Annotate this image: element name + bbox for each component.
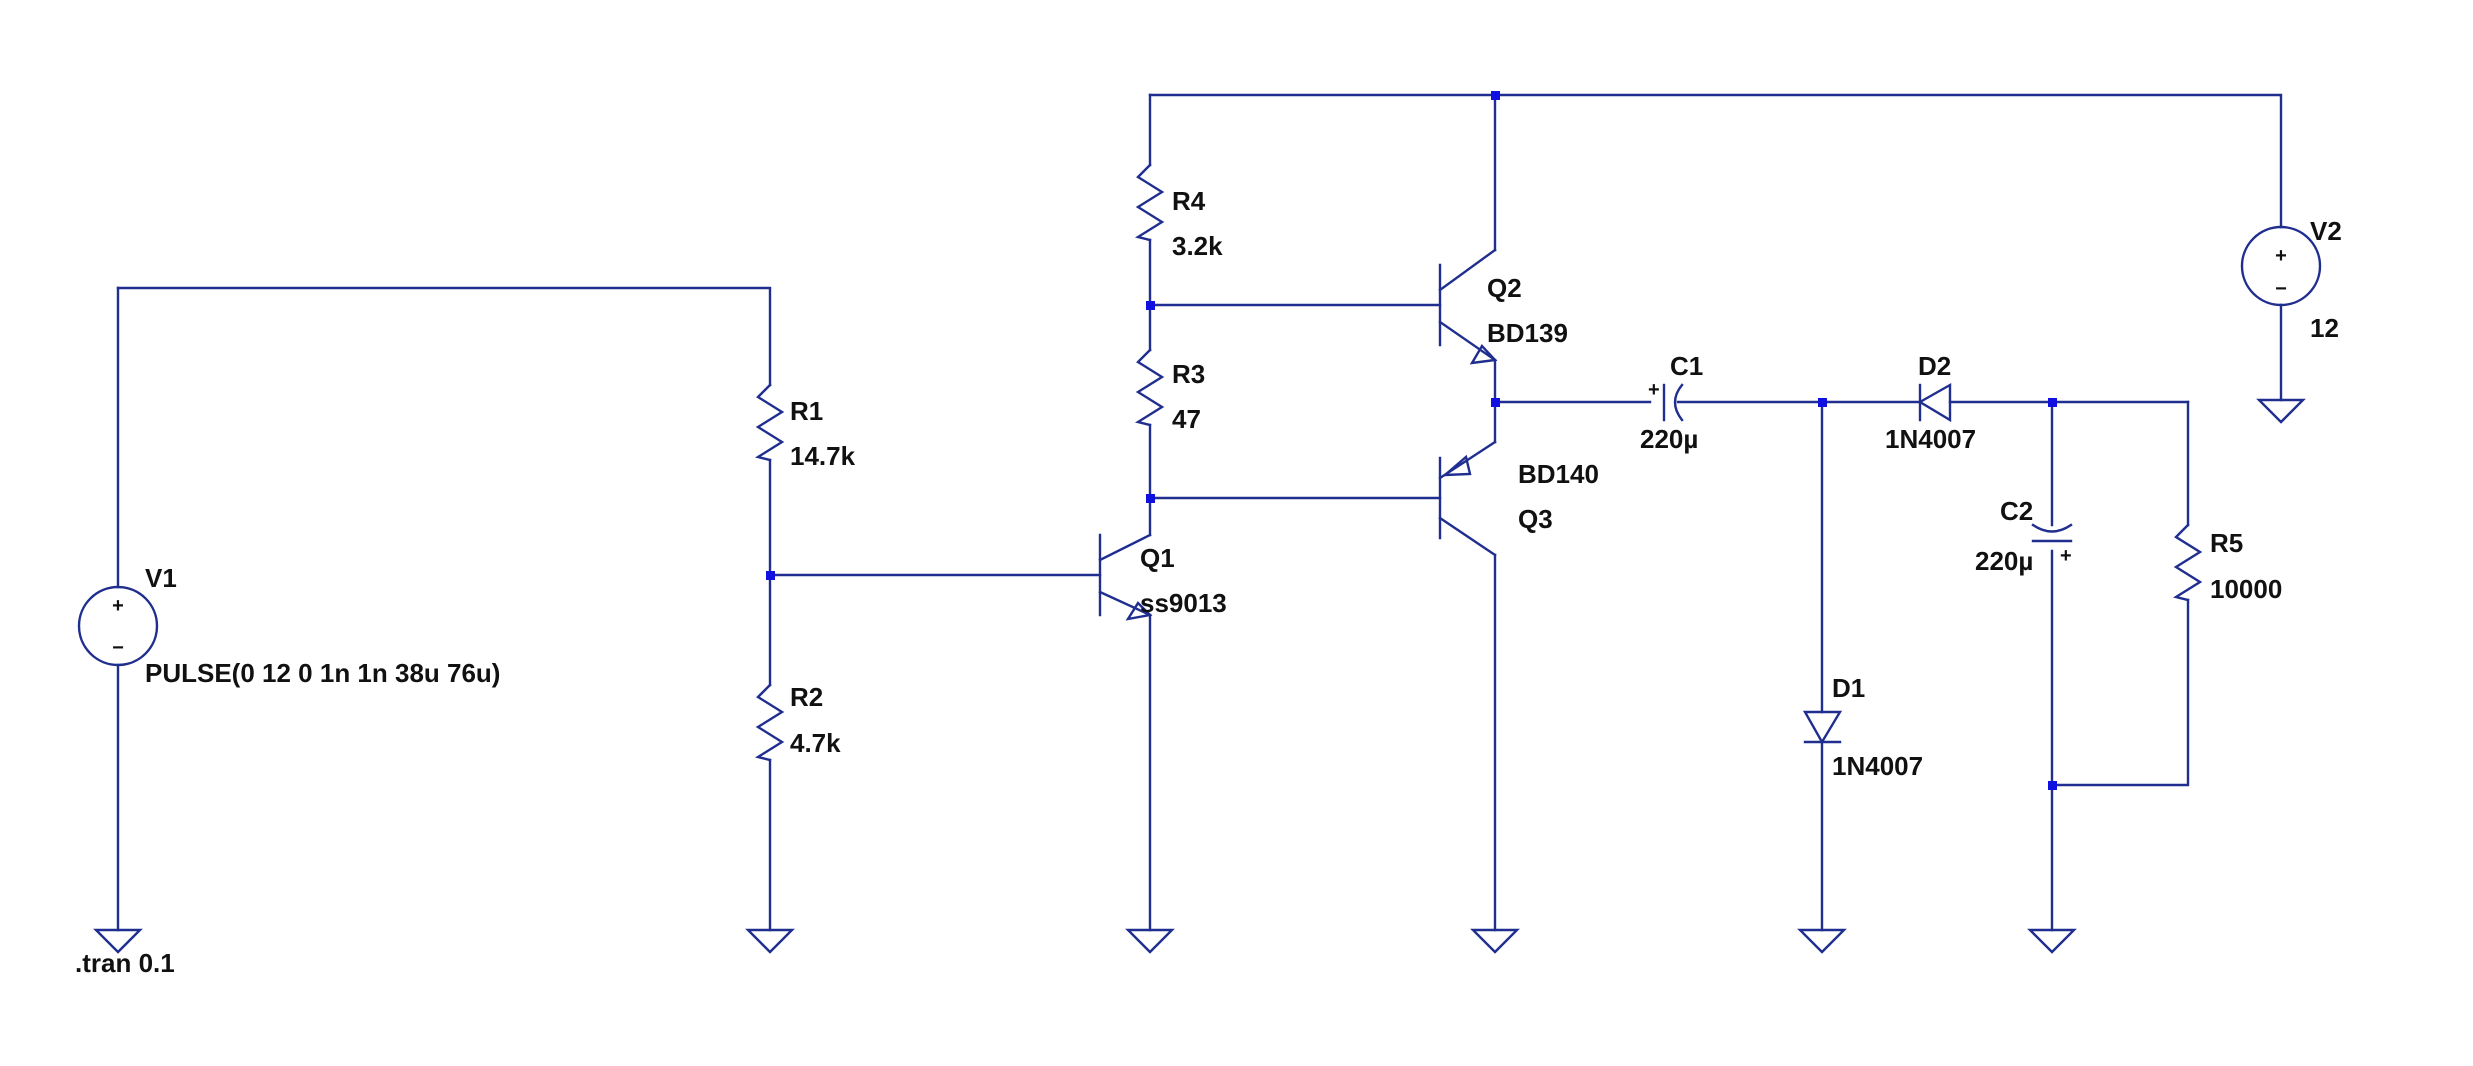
r4-ref: R4 bbox=[1172, 186, 1206, 216]
diode-d1[interactable]: D1 1N4007 bbox=[1802, 673, 1923, 781]
r2-symbol bbox=[754, 683, 785, 762]
resistor-r2[interactable]: R2 4.7k bbox=[754, 682, 841, 762]
r2-ref: R2 bbox=[790, 682, 823, 712]
r1-value: 14.7k bbox=[790, 441, 856, 471]
v1-symbol bbox=[77, 585, 159, 667]
junction-q3-base bbox=[1146, 494, 1155, 503]
c1-value: 220µ bbox=[1640, 424, 1698, 454]
c2-plus-sign: + bbox=[2060, 545, 2072, 567]
v2-minus-sign: − bbox=[2275, 278, 2287, 300]
v2-symbol bbox=[2240, 225, 2322, 307]
c2-ref: C2 bbox=[2000, 496, 2033, 526]
junction-c2-top bbox=[2048, 398, 2057, 407]
v2-value: 12 bbox=[2310, 313, 2339, 343]
junction-c2-r5 bbox=[2048, 781, 2057, 790]
r3-value: 47 bbox=[1172, 404, 1201, 434]
v1-ref: V1 bbox=[145, 563, 177, 593]
junction-rail bbox=[1491, 91, 1500, 100]
source-v2[interactable]: + − V2 12 bbox=[2240, 216, 2342, 343]
q1-ref: Q1 bbox=[1140, 543, 1175, 573]
transistor-q2[interactable]: Q2 BD139 bbox=[1438, 248, 1568, 365]
junction-divider bbox=[766, 571, 775, 580]
resistor-r5[interactable]: R5 10000 bbox=[2172, 523, 2282, 604]
q1-emitter-lead bbox=[1098, 590, 1152, 617]
v2-ref: V2 bbox=[2310, 216, 2342, 246]
resistor-r4[interactable]: R4 3.2k bbox=[1134, 163, 1223, 261]
junction-q2-base bbox=[1146, 301, 1155, 310]
junctions bbox=[766, 91, 2057, 790]
ground-q3 bbox=[1470, 928, 1520, 954]
c1-ref: C1 bbox=[1670, 351, 1703, 381]
ground-q1 bbox=[1125, 928, 1175, 954]
transistor-q3[interactable]: BD140 Q3 bbox=[1438, 440, 1599, 557]
d1-ref: D1 bbox=[1832, 673, 1865, 703]
d2-ref: D2 bbox=[1918, 351, 1951, 381]
q3-collector-lead bbox=[1438, 516, 1497, 557]
r3-ref: R3 bbox=[1172, 359, 1205, 389]
q3-ref: Q3 bbox=[1518, 504, 1553, 534]
wires bbox=[116, 93, 2283, 932]
wire-v1-to-r1 bbox=[116, 286, 772, 387]
spice-directive: .tran 0.1 bbox=[75, 948, 175, 978]
q3-value: BD140 bbox=[1518, 459, 1599, 489]
r1-ref: R1 bbox=[790, 396, 823, 426]
q2-value: BD139 bbox=[1487, 318, 1568, 348]
c2-plate-curved bbox=[2031, 523, 2073, 533]
capacitor-c1[interactable]: + C1 220µ bbox=[1640, 351, 1703, 454]
r5-symbol bbox=[2172, 523, 2203, 602]
q2-emitter-lead bbox=[1438, 320, 1497, 362]
diode-d2[interactable]: D2 1N4007 bbox=[1885, 351, 1976, 454]
ground-v2 bbox=[2256, 398, 2306, 424]
q2-ref: Q2 bbox=[1487, 273, 1522, 303]
q1-collector-lead bbox=[1098, 533, 1152, 562]
v2-plus-sign: + bbox=[2275, 245, 2287, 267]
q3-emitter-arrow bbox=[1441, 454, 1472, 477]
c2-value: 220µ bbox=[1975, 546, 2033, 576]
r5-ref: R5 bbox=[2210, 528, 2243, 558]
junction-d1-d2 bbox=[1818, 398, 1827, 407]
source-v1[interactable]: + − V1 PULSE(0 12 0 1n 1n 38u 76u) bbox=[77, 563, 500, 688]
d1-value: 1N4007 bbox=[1832, 751, 1923, 781]
q1-value: ss9013 bbox=[1140, 588, 1227, 618]
ground-r2 bbox=[745, 928, 795, 954]
v1-plus-sign: + bbox=[112, 595, 124, 617]
ground-d1 bbox=[1797, 928, 1847, 954]
d1-triangle bbox=[1802, 710, 1843, 745]
q2-collector-lead bbox=[1438, 248, 1497, 292]
q2-emitter-arrow bbox=[1469, 344, 1498, 365]
r2-value: 4.7k bbox=[790, 728, 841, 758]
v1-value: PULSE(0 12 0 1n 1n 38u 76u) bbox=[145, 658, 500, 688]
r3-symbol bbox=[1134, 348, 1165, 427]
q1-emitter-arrow bbox=[1125, 601, 1153, 621]
wire-supply-rail bbox=[1148, 93, 2283, 229]
c1-plus-sign: + bbox=[1648, 379, 1660, 401]
capacitor-c2[interactable]: + C2 220µ bbox=[1975, 496, 2073, 576]
resistor-r3[interactable]: R3 47 bbox=[1134, 348, 1205, 434]
d2-triangle bbox=[1917, 382, 1952, 423]
ground-c2 bbox=[2027, 928, 2077, 954]
v1-minus-sign: − bbox=[112, 637, 124, 659]
d2-value: 1N4007 bbox=[1885, 424, 1976, 454]
resistor-r1[interactable]: R1 14.7k bbox=[754, 383, 856, 471]
junction-output bbox=[1491, 398, 1500, 407]
transistor-q1[interactable]: Q1 ss9013 bbox=[1098, 533, 1227, 621]
wire-r5-return bbox=[2050, 598, 2190, 787]
r4-symbol bbox=[1134, 163, 1165, 242]
c1-plate-curved bbox=[1673, 383, 1684, 422]
r4-value: 3.2k bbox=[1172, 231, 1223, 261]
r1-symbol bbox=[754, 383, 785, 462]
ground-v1 bbox=[93, 928, 143, 954]
grounds bbox=[93, 398, 2306, 954]
r5-value: 10000 bbox=[2210, 574, 2282, 604]
